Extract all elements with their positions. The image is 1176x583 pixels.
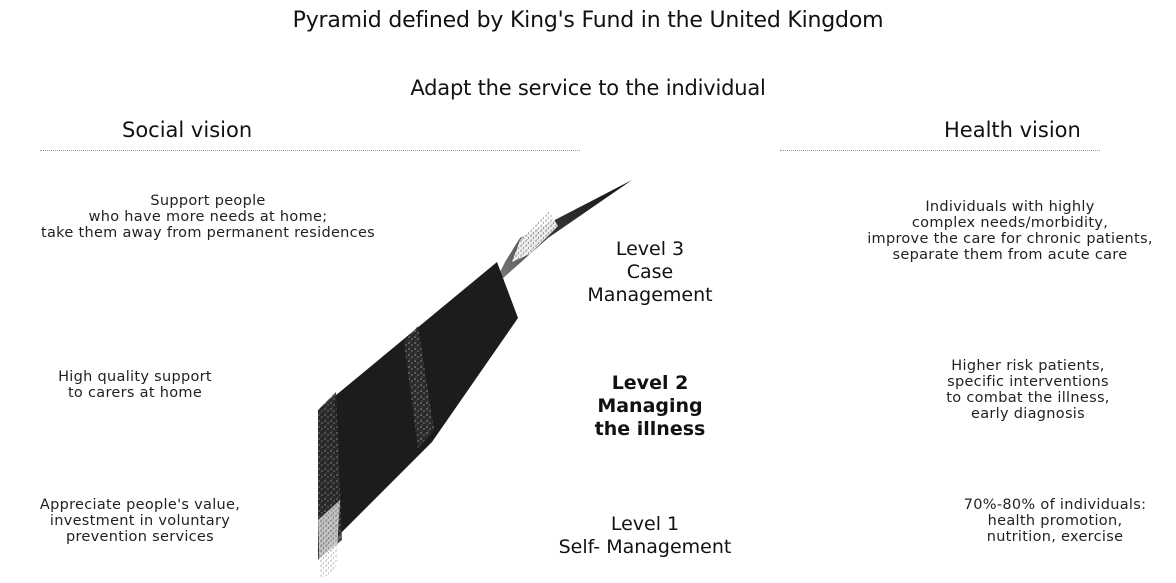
social-item-level2: High quality support to carers at home: [58, 369, 212, 401]
level-2-name-line1: Managing: [597, 395, 703, 417]
level-2-number: Level 2: [611, 372, 689, 394]
health-item-level3: Individuals with highly complex needs/mo…: [867, 199, 1153, 263]
pyramid-speckle-band-upper: [404, 326, 434, 448]
social-item-level3: Support people who have more needs at ho…: [40, 193, 376, 241]
social-divider: [40, 150, 580, 151]
health-vision-heading: Health vision: [944, 118, 1081, 142]
social-vision-heading: Social vision: [122, 118, 253, 142]
social-item-level1: Appreciate people's value, investment in…: [39, 497, 241, 545]
pyramid-tip-speckle: [512, 210, 558, 262]
diagram-title: Pyramid defined by King's Fund in the Un…: [292, 8, 884, 33]
health-item-level2: Higher risk patients, specific intervent…: [946, 358, 1110, 422]
pyramid-bottom-edge: [318, 500, 340, 580]
diagram-subtitle: Adapt the service to the individual: [410, 76, 766, 100]
level-2-label: Level 2 Managing the illness: [540, 372, 760, 441]
level-2-name-line2: the illness: [594, 418, 706, 440]
level-1-label: Level 1 Self- Management: [510, 513, 780, 559]
level-3-label: Level 3 Case Management: [540, 238, 760, 307]
level-3-name-line1: Case: [626, 261, 674, 283]
level-3-number: Level 3: [615, 238, 685, 260]
health-item-level1: 70%-80% of individuals: health promotion…: [963, 497, 1147, 545]
level-3-name-line2: Management: [587, 284, 713, 306]
level-1-number: Level 1: [610, 513, 680, 535]
health-divider: [780, 150, 1100, 151]
level-1-name: Self- Management: [558, 536, 732, 558]
